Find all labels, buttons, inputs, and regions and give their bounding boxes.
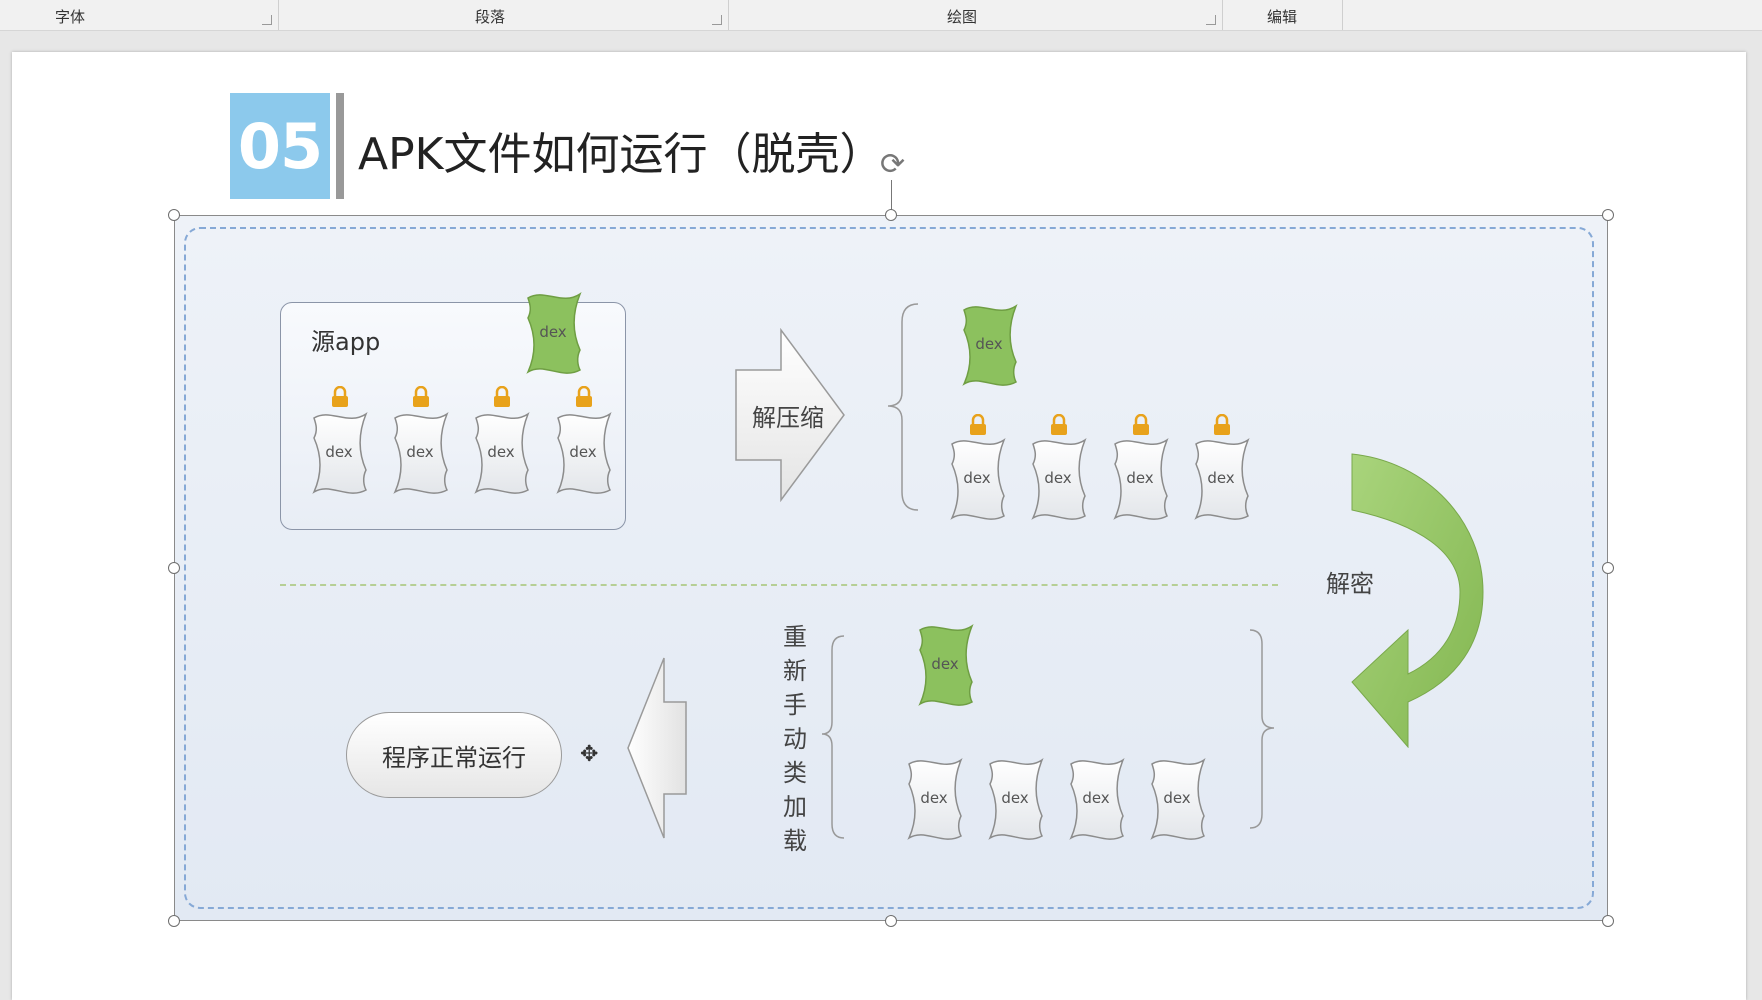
slide-number-badge: 05 (230, 93, 330, 199)
slide-title[interactable]: APK文件如何运行（脱壳） (358, 129, 884, 180)
load-arrow-icon[interactable] (626, 656, 688, 840)
move-cursor-icon: ✥ (580, 742, 599, 767)
decompress-label: 解压缩 (752, 404, 824, 432)
dex-file-encrypted[interactable]: dex (946, 438, 1008, 520)
dex-label: dex (963, 469, 991, 487)
title-accent-bar (336, 93, 344, 199)
dex-label: dex (1001, 789, 1029, 807)
dex-file-green[interactable]: dex (522, 292, 584, 374)
lock-icon (411, 385, 431, 412)
resize-handle-bottom[interactable] (885, 915, 897, 927)
dex-file-encrypted[interactable]: dex (552, 412, 614, 494)
right-brace-icon (1249, 629, 1275, 829)
ribbon-group-paragraph: 段落 (278, 0, 729, 30)
dex-label: dex (931, 655, 959, 673)
lock-icon (492, 385, 512, 412)
dialog-launcher-icon[interactable] (712, 15, 722, 25)
resize-handle-top[interactable] (885, 209, 897, 221)
ribbon-bar: 字体 段落 绘图 编辑 (0, 0, 1762, 31)
program-run-pill[interactable]: 程序正常运行 (346, 712, 562, 798)
dialog-launcher-icon[interactable] (1206, 15, 1216, 25)
resize-handle-top-right[interactable] (1602, 209, 1614, 221)
resize-handle-bottom-left[interactable] (168, 915, 180, 927)
section-divider (280, 584, 1278, 586)
ribbon-group-label: 编辑 (1266, 8, 1298, 26)
lock-icon (330, 385, 350, 412)
ribbon-group-editing: 编辑 (1222, 0, 1343, 30)
dex-label: dex (1082, 789, 1110, 807)
dex-label: dex (1126, 469, 1154, 487)
diagram-dashed-border (184, 227, 1594, 909)
dex-label: dex (1044, 469, 1072, 487)
lock-icon (1049, 413, 1069, 440)
lock-icon (1212, 413, 1232, 440)
resize-handle-left[interactable] (168, 562, 180, 574)
ribbon-group-drawing: 绘图 (728, 0, 1223, 30)
dex-file-decrypted[interactable]: dex (984, 758, 1046, 840)
dex-label: dex (569, 443, 597, 461)
dex-file-green[interactable]: dex (914, 624, 976, 706)
dex-file-encrypted[interactable]: dex (1109, 438, 1171, 520)
dialog-launcher-icon[interactable] (262, 15, 272, 25)
decompress-arrow-icon[interactable] (734, 328, 846, 502)
dex-file-encrypted[interactable]: dex (389, 412, 451, 494)
lock-icon (1131, 413, 1151, 440)
dex-file-green[interactable]: dex (958, 304, 1020, 386)
dex-label: dex (920, 789, 948, 807)
dex-file-encrypted[interactable]: dex (1027, 438, 1089, 520)
dex-file-encrypted[interactable]: dex (470, 412, 532, 494)
decrypt-label: 解密 (1326, 570, 1374, 598)
ribbon-group-font: 字体 (0, 0, 279, 30)
ribbon-group-label: 段落 (474, 8, 506, 26)
source-app-label: 源app (311, 328, 381, 356)
ribbon-group-label: 字体 (54, 8, 86, 26)
dex-label: dex (487, 443, 515, 461)
dex-file-decrypted[interactable]: dex (1065, 758, 1127, 840)
dex-label: dex (975, 335, 1003, 353)
ribbon-group-label: 绘图 (946, 8, 978, 26)
left-brace-icon (821, 635, 845, 839)
dex-label: dex (325, 443, 353, 461)
rotate-handle-stem (891, 180, 892, 216)
dex-label: dex (1207, 469, 1235, 487)
lock-icon (574, 385, 594, 412)
reload-label: 重新手动类加载 (783, 623, 807, 855)
dex-file-decrypted[interactable]: dex (1146, 758, 1208, 840)
dex-label: dex (406, 443, 434, 461)
dex-file-encrypted[interactable]: dex (1190, 438, 1252, 520)
dex-file-encrypted[interactable]: dex (308, 412, 370, 494)
resize-handle-bottom-right[interactable] (1602, 915, 1614, 927)
dex-label: dex (1163, 789, 1191, 807)
lock-icon (968, 413, 988, 440)
decrypt-curved-arrow-icon[interactable] (1348, 452, 1488, 748)
resize-handle-top-left[interactable] (168, 209, 180, 221)
dex-file-decrypted[interactable]: dex (903, 758, 965, 840)
dex-label: dex (539, 323, 567, 341)
resize-handle-right[interactable] (1602, 562, 1614, 574)
rotate-handle-icon[interactable]: ⟳ (880, 147, 906, 182)
left-brace-icon (887, 303, 919, 511)
